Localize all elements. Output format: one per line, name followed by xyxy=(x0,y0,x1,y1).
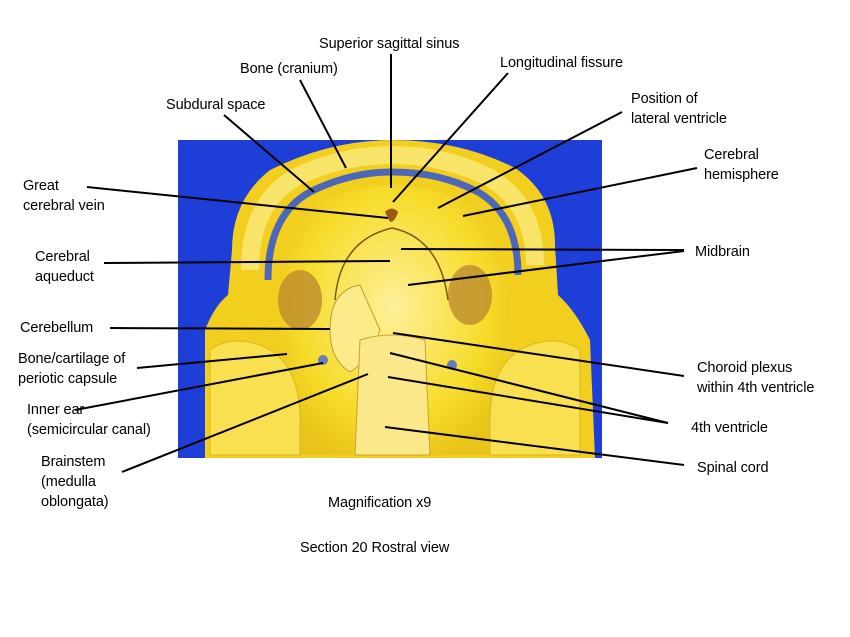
label-longitudinal-fissure: Longitudinal fissure xyxy=(500,55,623,71)
leader-great-cerebral-vein xyxy=(86,186,389,219)
leader-inner-ear xyxy=(74,362,324,411)
label-choroid-plexus: Choroid plexus within 4th ventricle xyxy=(697,360,815,396)
left-periotic xyxy=(209,340,301,456)
label-cerebral-hemisphere: Cerebral hemisphere xyxy=(704,147,779,183)
label-bone-cartilage: Bone/cartilage of periotic capsule xyxy=(18,351,126,387)
leader-cerebral-hemisphere xyxy=(462,167,698,217)
leader-midbrain-2 xyxy=(407,250,685,286)
leader-bone-cranium xyxy=(299,79,347,169)
right-ventricle-region xyxy=(448,265,492,325)
leader-cerebral-aqueduct xyxy=(103,260,391,264)
label-superior-sagittal-sinus: Superior sagittal sinus xyxy=(319,36,460,52)
label-brainstem: Brainstem (medulla oblongata) xyxy=(41,454,109,510)
label-bone-cranium: Bone (cranium) xyxy=(240,61,338,77)
leader-bone-cartilage xyxy=(136,353,288,369)
label-midbrain: Midbrain xyxy=(695,244,750,260)
label-cerebellum: Cerebellum xyxy=(20,320,94,336)
label-4th-ventricle: 4th ventricle xyxy=(691,420,768,436)
leader-position-lateral-ventricle xyxy=(437,111,623,209)
label-spinal-cord: Spinal cord xyxy=(697,460,769,476)
label-great-cerebral-vein: Great cerebral vein xyxy=(23,178,105,214)
leader-longitudinal-fissure xyxy=(392,72,509,203)
brainstem-column xyxy=(354,334,431,456)
label-position-lateral-ventricle: Position of lateral ventricle xyxy=(631,91,727,127)
caption-magnification: Magnification x9 xyxy=(328,495,432,511)
label-subdural-space: Subdural space xyxy=(166,97,266,113)
leader-choroid-plexus xyxy=(392,332,685,377)
leader-4th-ventricle-1 xyxy=(389,352,669,424)
caption-section: Section 20 Rostral view xyxy=(300,540,450,556)
great-vein-spot xyxy=(385,208,398,222)
leader-midbrain-1 xyxy=(400,248,685,251)
leader-brainstem xyxy=(121,373,369,473)
leader-subdural-space xyxy=(223,114,315,193)
label-inner-ear: Inner ear (semicircular canal) xyxy=(27,402,151,438)
leader-cerebellum xyxy=(109,327,331,330)
leader-spinal-cord xyxy=(384,426,685,466)
left-ventricle-region xyxy=(278,270,322,330)
cranium-band xyxy=(241,145,544,271)
leader-lines xyxy=(74,54,698,473)
midline-arc xyxy=(334,227,449,301)
label-cerebral-aqueduct: Cerebral aqueduct xyxy=(35,249,94,285)
leader-4th-ventricle-2 xyxy=(387,376,669,424)
